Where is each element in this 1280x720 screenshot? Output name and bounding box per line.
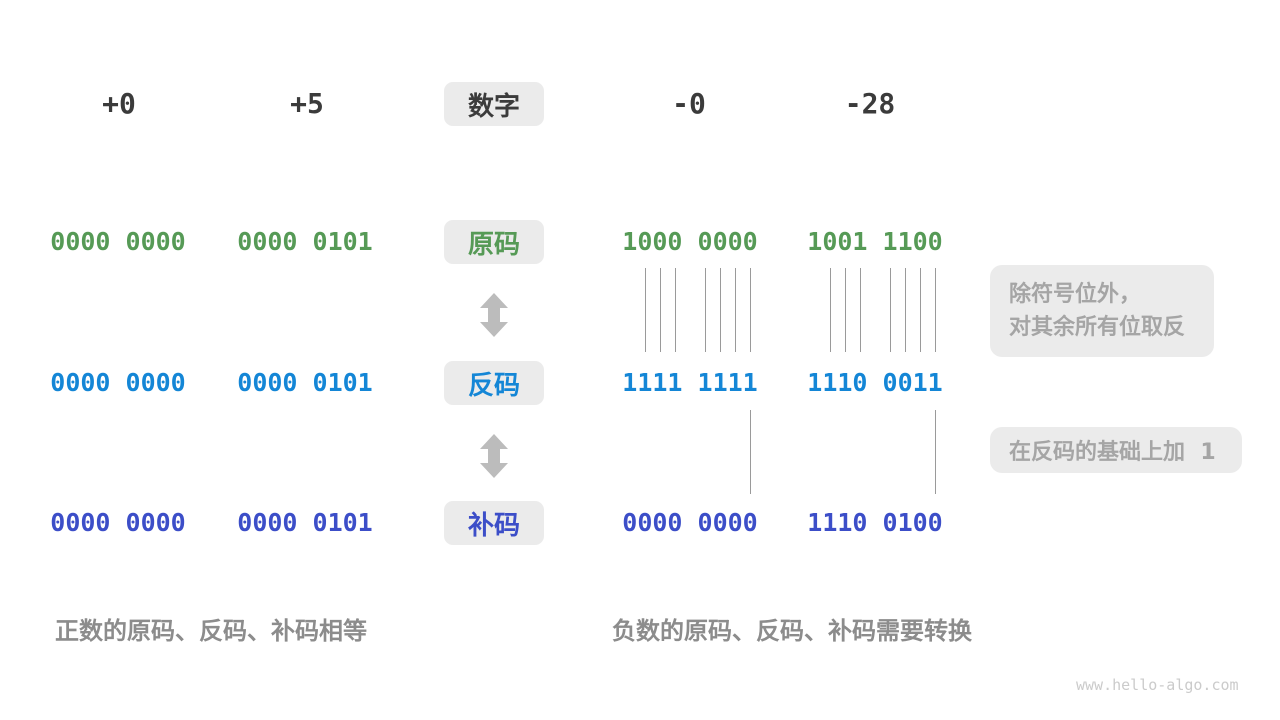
- twos-complement-pos-five: 0000 0101: [237, 508, 373, 537]
- sign-magnitude-neg-28: 1001 1100: [807, 227, 943, 256]
- double-arrow-icon: [479, 293, 509, 337]
- twos-complement-neg-zero: 0000 0000: [622, 508, 758, 537]
- number-pos-zero: +0: [102, 87, 136, 120]
- row-label-twos-complement: 补码: [444, 501, 544, 545]
- twos-complement-pos-zero: 0000 0000: [50, 508, 186, 537]
- note-invert-line2: 对其余所有位取反: [1009, 315, 1186, 340]
- twos-complement-neg-28: 1110 0100: [807, 508, 943, 537]
- ones-complement-neg-zero: 1111 1111: [622, 368, 758, 397]
- row-label-sign-magnitude: 原码: [444, 220, 544, 264]
- caption-negative-numbers: 负数的原码、反码、补码需要转换: [612, 617, 972, 645]
- ones-complement-pos-five: 0000 0101: [237, 368, 373, 397]
- number-neg-28: -28: [844, 87, 896, 120]
- watermark: www.hello-algo.com: [1076, 676, 1239, 694]
- ones-complement-pos-zero: 0000 0000: [50, 368, 186, 397]
- ones-complement-neg-28: 1110 0011: [807, 368, 943, 397]
- row-label-ones-complement: 反码: [444, 361, 544, 405]
- double-arrow-icon: [479, 434, 509, 478]
- row-label-number: 数字: [444, 82, 544, 126]
- note-invert-line1: 除符号位外，: [1009, 282, 1142, 307]
- sign-magnitude-neg-zero: 1000 0000: [622, 227, 758, 256]
- sign-magnitude-pos-zero: 0000 0000: [50, 227, 186, 256]
- sign-magnitude-pos-five: 0000 0101: [237, 227, 373, 256]
- note-invert-bits: 除符号位外， 对其余所有位取反: [990, 265, 1214, 357]
- note-add-one: 在反码的基础上加 1: [990, 427, 1242, 473]
- caption-positive-numbers: 正数的原码、反码、补码相等: [55, 617, 367, 645]
- number-neg-zero: -0: [672, 87, 706, 120]
- number-pos-five: +5: [290, 87, 324, 120]
